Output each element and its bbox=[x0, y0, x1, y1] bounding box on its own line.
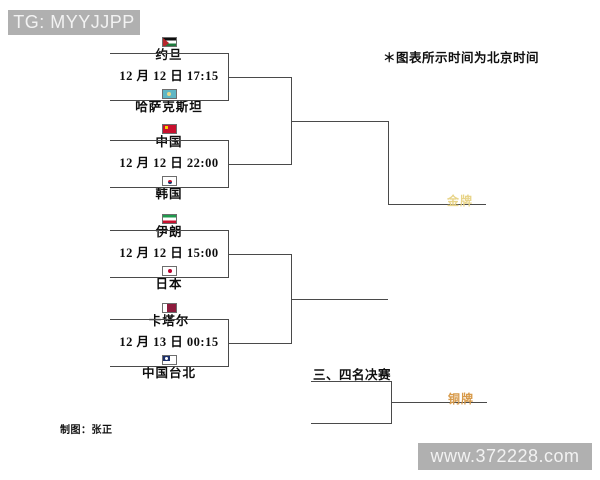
match-datetime: 12 月 12 日 15:00 bbox=[119, 246, 219, 260]
match-qf1[interactable]: 约旦 12 月 12 日 17:15 哈萨克斯坦 bbox=[110, 37, 228, 115]
third-place-top-rule bbox=[311, 381, 391, 382]
iran-flag-icon bbox=[161, 214, 177, 224]
third-place-match-title: 三、四名决赛 bbox=[313, 368, 392, 382]
qf1-bottom-rule bbox=[110, 100, 228, 101]
qf1-to-sf1-connector bbox=[228, 77, 291, 78]
team-name-top: 卡塔尔 bbox=[148, 314, 190, 328]
bronze-medal-label: 铜牌 bbox=[448, 392, 475, 406]
team-name-bottom: 日本 bbox=[155, 277, 183, 291]
china-flag-icon bbox=[161, 124, 177, 134]
match-datetime: 12 月 13 日 00:15 bbox=[119, 335, 219, 349]
chinese-taipei-flag-icon bbox=[161, 355, 177, 365]
team-name-top: 伊朗 bbox=[155, 225, 183, 239]
team-name-top: 中国 bbox=[155, 135, 183, 149]
qf3-bottom-rule bbox=[110, 277, 228, 278]
team-name-bottom: 韩国 bbox=[155, 187, 183, 201]
qf4-bottom-rule bbox=[110, 366, 228, 367]
match-qf3[interactable]: 伊朗 12 月 12 日 15:00 日本 bbox=[110, 214, 228, 292]
qf3-to-sf2-connector bbox=[228, 254, 291, 255]
bronze-medal-line bbox=[391, 402, 487, 403]
team-name-top: 约旦 bbox=[155, 48, 183, 62]
chart-credit: 制图：张正 bbox=[60, 425, 113, 436]
team-name-bottom: 中国台北 bbox=[141, 366, 196, 380]
match-qf2[interactable]: 中国 12 月 12 日 22:00 韩国 bbox=[110, 124, 228, 202]
third-place-bottom-rule bbox=[311, 423, 391, 424]
team-name-bottom: 哈萨克斯坦 bbox=[135, 100, 203, 114]
gold-medal-label: 金牌 bbox=[447, 194, 474, 208]
beijing-time-note: ＊图表所示时间为北京时间 bbox=[383, 51, 540, 65]
telegram-tag-badge: TG: MYYJJPP bbox=[8, 10, 140, 35]
qatar-flag-icon bbox=[161, 303, 177, 313]
sf1-to-final-connector bbox=[291, 121, 388, 122]
japan-flag-icon bbox=[161, 266, 177, 276]
south-korea-flag-icon bbox=[161, 176, 177, 186]
kazakhstan-flag-icon bbox=[161, 89, 177, 99]
gold-medal-line bbox=[388, 204, 486, 205]
match-datetime: 12 月 12 日 17:15 bbox=[119, 69, 219, 83]
qf2-bottom-rule bbox=[110, 187, 228, 188]
qf1-top-rule bbox=[110, 53, 228, 54]
match-datetime: 12 月 12 日 22:00 bbox=[119, 156, 219, 170]
qf2-to-sf1-connector bbox=[228, 164, 291, 165]
qf4-top-rule bbox=[110, 319, 228, 320]
jordan-flag-icon bbox=[161, 37, 177, 47]
qf2-top-rule bbox=[110, 140, 228, 141]
match-qf4[interactable]: 卡塔尔 12 月 13 日 00:15 中国台北 bbox=[110, 303, 228, 381]
qf3-top-rule bbox=[110, 230, 228, 231]
qf4-to-sf2-connector bbox=[228, 343, 291, 344]
site-watermark: www.372228.com bbox=[418, 443, 592, 470]
final-join-edge bbox=[388, 121, 389, 204]
sf2-to-final-connector bbox=[291, 299, 388, 300]
